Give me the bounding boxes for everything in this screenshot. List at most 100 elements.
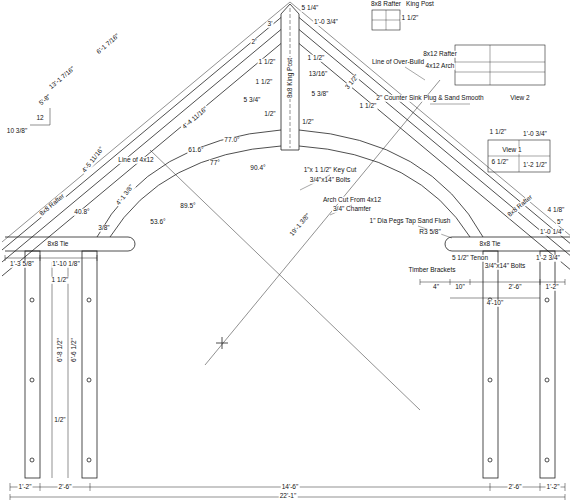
dimension-line	[10, 483, 565, 500]
dimension-label: 4'-4 11/16"	[180, 105, 209, 131]
dimension-label: 1 1/2"	[359, 103, 378, 110]
dimension-label: 1'-2 3/4"	[535, 255, 561, 262]
peg-hole	[87, 458, 91, 462]
peg-hole	[545, 458, 549, 462]
dimension-label: 89.5°	[179, 203, 196, 210]
dimension-label: 4'-5 11/16"	[80, 145, 105, 175]
rafter-line	[2, 29, 281, 261]
dimension-label: 4 1/8"	[547, 207, 566, 214]
dimension-label: 1'-3 5/8"	[9, 261, 35, 268]
peg-hole	[545, 298, 549, 302]
post	[483, 251, 498, 478]
post	[25, 251, 40, 478]
dimension-label: 1'-10 1/8"	[51, 261, 80, 268]
dimension-label: 1'-2 1/2"	[522, 162, 548, 169]
peg-hole	[30, 378, 34, 382]
dimension-label: Arch Cut From 4x12	[322, 197, 382, 204]
view-2-detail	[455, 45, 545, 85]
dimension-label: 1 1/2"	[51, 277, 70, 284]
dimension-label: 3'	[267, 21, 274, 28]
peg-hole	[545, 378, 549, 382]
view-1-detail	[488, 140, 550, 172]
dimension-line	[52, 262, 68, 478]
dimension-label: 13'-1 7/16"	[47, 65, 76, 91]
dimension-label: 3/4" Chamfer	[332, 206, 372, 213]
detail-box	[372, 10, 400, 30]
dimension-label: 1'-2"	[545, 284, 560, 291]
dimension-label: 1'-0 3/4"	[522, 131, 548, 138]
leader-line	[300, 67, 470, 238]
rafter-line	[290, 2, 570, 242]
peg-hole	[87, 298, 91, 302]
dimension-label: 5 3/4"	[243, 97, 262, 104]
dimension-label: 19'-1 3/8"	[288, 212, 312, 239]
dimension-label: 90.4°	[249, 165, 266, 172]
dimension-label: 3/8"	[97, 225, 110, 232]
dimension-label: 5"	[556, 219, 564, 226]
tie-beam	[5, 237, 135, 251]
peg-hole	[30, 458, 34, 462]
dimension-label: 2'-6"	[508, 484, 523, 491]
dimension-label: 1 1/2"	[255, 79, 274, 86]
peg-holes	[30, 298, 549, 462]
detail-box	[372, 10, 400, 30]
dimension-label: 3/4"x14" Bolts	[309, 177, 351, 184]
dimension-label: 8x8 King Post	[287, 57, 294, 99]
dimension-label: 6'-1 7/16"	[95, 32, 122, 56]
peg-hole	[488, 378, 492, 382]
dimension-label: 1"x 1 1/2" Key Cut	[303, 167, 358, 174]
dimension-label: 8x12 Rafter	[422, 51, 458, 58]
dimension-label: 1 1/2"	[307, 55, 326, 62]
rafter-line	[2, 17, 281, 249]
dimension-label: R3 5/8"	[418, 229, 441, 236]
dimension-label: 14'-6"	[281, 484, 300, 491]
dimension-label: 8x8 Rafter	[370, 1, 402, 8]
dimension-label: View 2	[509, 95, 530, 102]
dimension-label: 1'-2"	[18, 484, 33, 491]
dimension-label: 1/2"	[53, 417, 66, 424]
rafter-line	[299, 43, 570, 275]
arc-center	[216, 337, 228, 349]
dimension-label: 77°	[209, 160, 221, 167]
dimension-label: 12	[35, 115, 44, 122]
dimension-label: 4'-10"	[486, 300, 505, 307]
dimension-label: 2" Counter Sink Plug & Sand Smooth	[375, 95, 484, 102]
view-2-detail	[455, 45, 545, 85]
dimension-label: 53.6°	[149, 219, 166, 226]
dimension-label: 4'-1 3/8"	[114, 183, 135, 207]
view-1-detail	[488, 140, 550, 172]
dimension-label: 5'-8"	[37, 93, 53, 108]
dimension-label: 8x8 Rafter	[506, 193, 535, 219]
dimension-label: 5 1/2" Tenon	[451, 255, 489, 262]
dimension-label: 10 3/8"	[6, 128, 28, 135]
dimension-label: 40.8°	[73, 209, 90, 216]
dimension-label: 1'-2"	[546, 484, 561, 491]
dimension-label: View 1	[501, 147, 522, 154]
dimension-label: 5 3/8"	[311, 91, 330, 98]
pitch-triangle	[30, 108, 50, 125]
king-post	[281, 4, 299, 150]
rafter-line	[299, 29, 570, 261]
dimension-label: 77.0°	[223, 137, 240, 144]
rafter-line	[2, 2, 290, 242]
post	[82, 251, 97, 478]
dimension-label: 8x8 Tie	[479, 241, 502, 248]
dimension-label: 61.6°	[187, 147, 204, 154]
dimension-label: 4x12 Arch	[425, 63, 456, 70]
dimension-line	[420, 279, 565, 298]
dimension-label: 1'-0 1/4"	[539, 229, 565, 236]
rafter-line	[2, 43, 281, 275]
dimension-label: 8x8 Rafter	[38, 192, 67, 218]
tie-beam	[445, 237, 570, 251]
dimension-label: 3 1/2"	[343, 73, 360, 92]
dimension-label: 2'	[251, 39, 258, 46]
peg-hole	[87, 378, 91, 382]
dimension-label: Line of Over-Build	[371, 59, 425, 66]
rafter-line	[299, 17, 570, 249]
dimension-label: 1" Dia Pegs Tap Sand Flush	[369, 218, 452, 225]
construction-line	[150, 150, 420, 410]
dimension-label: 6 1/2"	[491, 159, 510, 166]
dimension-label: 1/2"	[301, 119, 314, 126]
